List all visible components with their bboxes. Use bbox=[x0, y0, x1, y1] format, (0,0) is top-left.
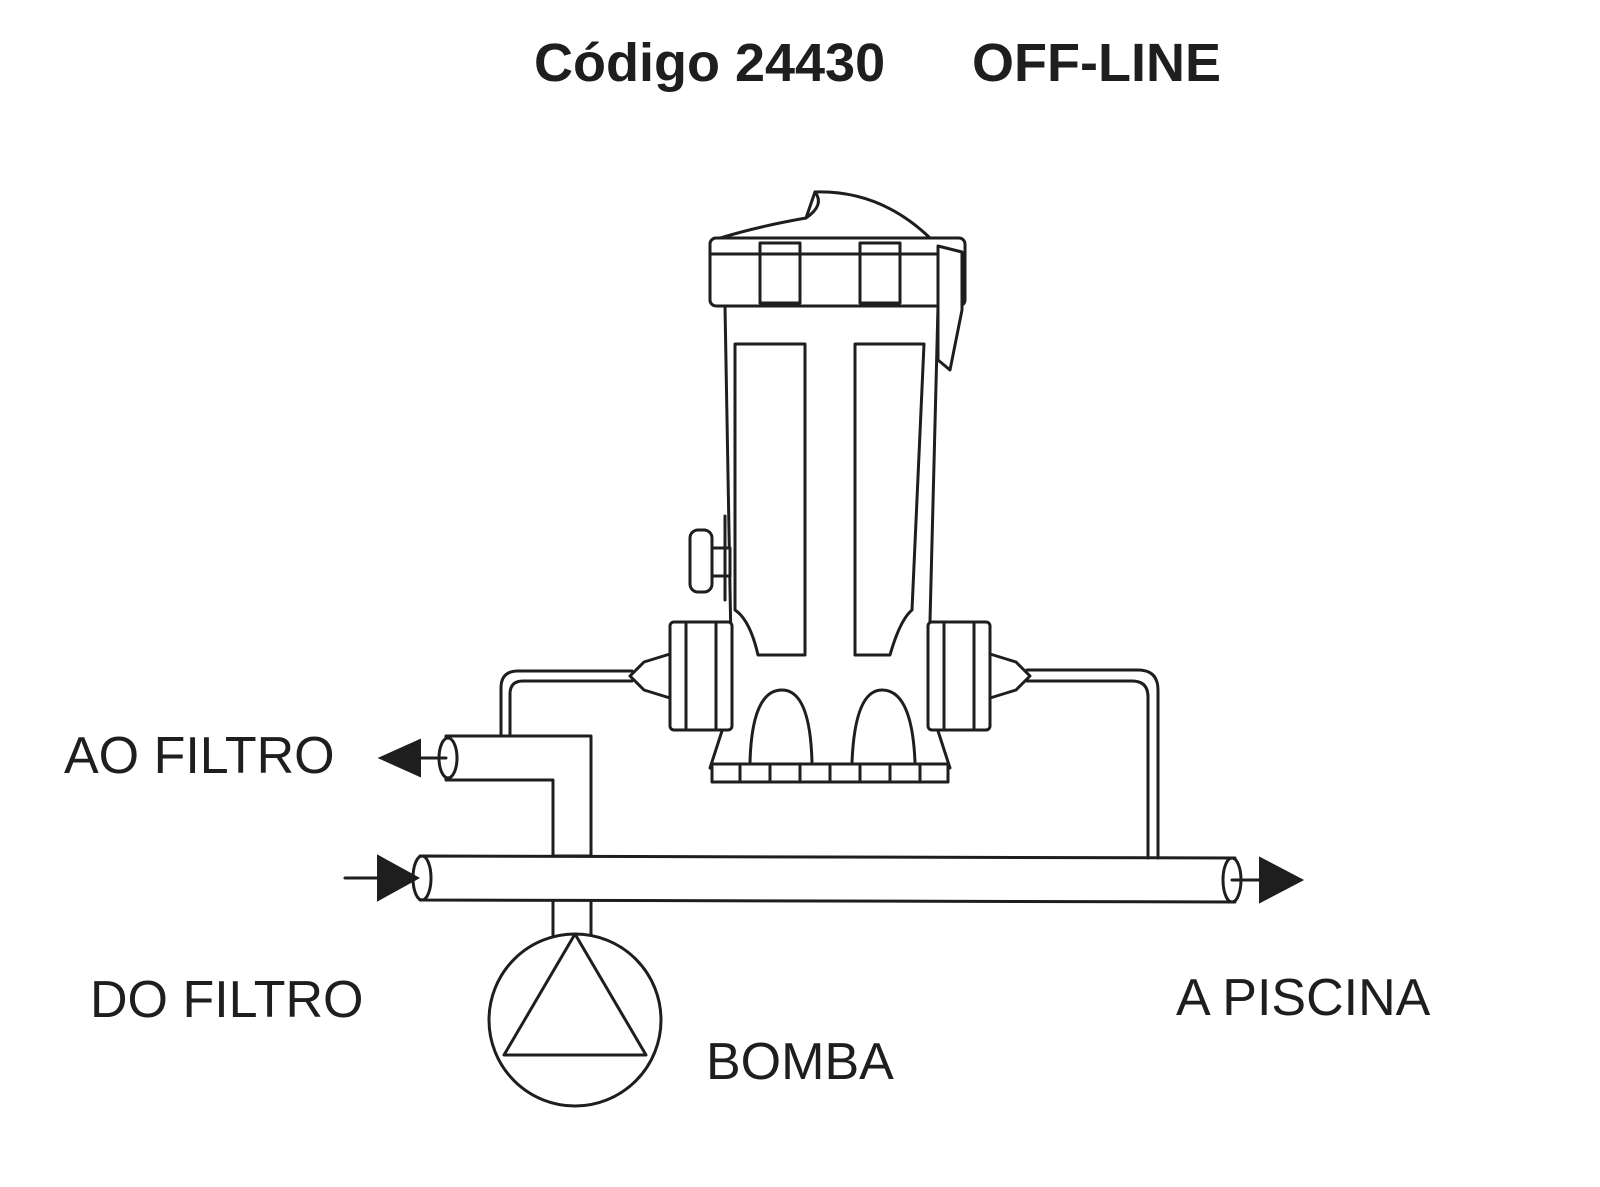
outlet-pipe-to-filter bbox=[437, 734, 593, 858]
outlet-valve-right bbox=[926, 620, 1032, 732]
label-ao-filtro: AO FILTRO bbox=[64, 727, 335, 785]
return-tube-right bbox=[1025, 668, 1160, 860]
flow-arrow-a-piscina bbox=[1230, 856, 1305, 904]
chlorinator-feeder bbox=[688, 190, 967, 784]
inlet-valve-left bbox=[628, 620, 734, 732]
pump-connection-lines bbox=[551, 900, 593, 937]
label-a-piscina: A PISCINA bbox=[1176, 969, 1431, 1027]
main-pipe bbox=[411, 854, 1243, 904]
feed-tube-left bbox=[499, 669, 634, 738]
pump-symbol bbox=[487, 932, 663, 1108]
flow-arrow-do-filtro bbox=[343, 854, 421, 902]
product-code-title: Código 24430 bbox=[534, 33, 886, 93]
label-do-filtro: DO FILTRO bbox=[90, 971, 364, 1029]
flow-arrow-ao-filtro bbox=[377, 738, 448, 778]
label-bomba: BOMBA bbox=[706, 1033, 894, 1091]
installation-mode-title: OFF-LINE bbox=[972, 33, 1221, 93]
